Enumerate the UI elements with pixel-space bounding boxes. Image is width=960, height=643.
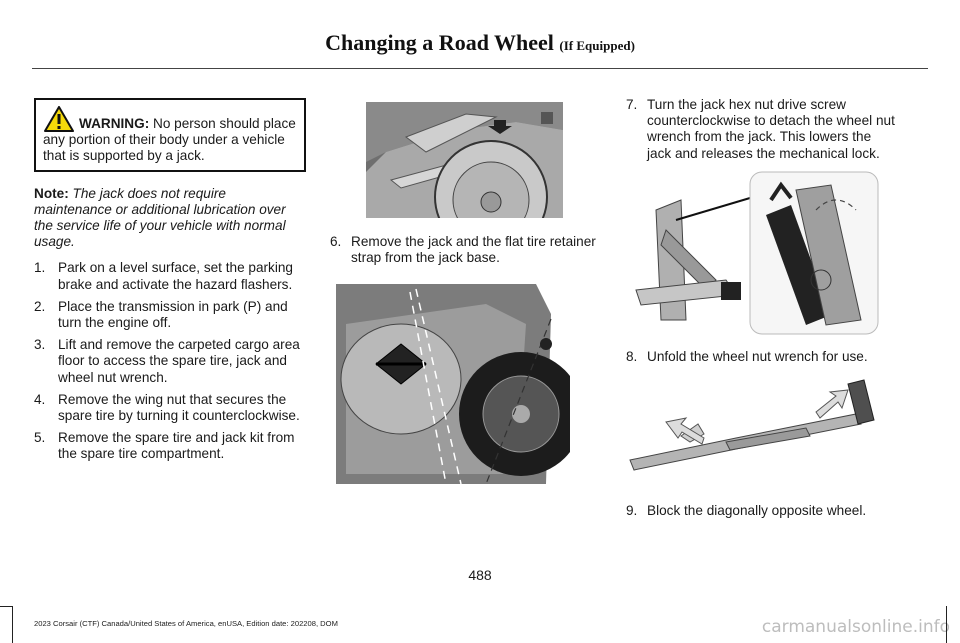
step-number: 4. bbox=[34, 391, 46, 407]
warning-icon bbox=[44, 106, 74, 132]
list-item: 1. Park on a level surface, set the parki… bbox=[34, 260, 306, 292]
step-number: 3. bbox=[34, 337, 46, 353]
footer-text: 2023 Corsair (CTF) Canada/United States … bbox=[34, 619, 338, 628]
jack-hex-nut-figure bbox=[626, 170, 880, 336]
warning-label: WARNING: bbox=[79, 116, 150, 131]
step-number: 5. bbox=[34, 430, 46, 446]
column-1: WARNING: No person should place any port… bbox=[34, 98, 306, 469]
step-8: 8. Unfold the wheel nut wrench for use. bbox=[626, 349, 898, 365]
watermark: carmanualsonline.info bbox=[761, 617, 950, 637]
step-7: 7. Turn the jack hex nut drive screw coun… bbox=[626, 97, 898, 162]
warning-text: WARNING: No person should place any port… bbox=[43, 116, 298, 165]
step-6: 6. Remove the jack and the flat tire reta… bbox=[330, 234, 608, 266]
wheel-nut-wrench-figure bbox=[626, 376, 884, 478]
step-number: 9. bbox=[626, 503, 638, 518]
step-text: Unfold the wheel nut wrench for use. bbox=[647, 349, 868, 364]
note-label: Note: bbox=[34, 185, 69, 201]
title-text: Changing a Road Wheel bbox=[325, 30, 554, 55]
warning-box: WARNING: No person should place any port… bbox=[34, 98, 306, 172]
step-number: 6. bbox=[330, 234, 342, 249]
step-text: Remove the jack and the flat tire retain… bbox=[351, 234, 596, 266]
page-number: 488 bbox=[468, 567, 492, 583]
step-number: 1. bbox=[34, 260, 46, 276]
step-text: Turn the jack hex nut drive screw counte… bbox=[647, 97, 895, 161]
jack-removal-figure bbox=[336, 284, 570, 487]
step-text: Place the transmission in park (P) and t… bbox=[58, 298, 288, 331]
crop-mark-left bbox=[12, 606, 13, 643]
header-rule bbox=[32, 68, 928, 69]
step-text: Lift and remove the carpeted cargo area … bbox=[58, 337, 300, 385]
step-9-block: 9. Block the diagonally opposite wheel. bbox=[626, 503, 898, 519]
list-item: 2. Place the transmission in park (P) and… bbox=[34, 299, 306, 331]
list-item: 5. Remove the spare tire and jack kit fro… bbox=[34, 430, 306, 462]
page-title: Changing a Road Wheel (If Equipped) bbox=[0, 30, 960, 56]
list-item: 3. Lift and remove the carpeted cargo are… bbox=[34, 337, 306, 386]
step-text: Park on a level surface, set the parking… bbox=[58, 260, 293, 292]
step-text: Remove the spare tire and jack kit from … bbox=[58, 430, 295, 462]
note: Note: The jack does not require maintena… bbox=[34, 186, 306, 251]
step-number: 2. bbox=[34, 298, 46, 314]
crop-mark-right bbox=[946, 606, 947, 643]
column-3: 7. Turn the jack hex nut drive screw coun… bbox=[626, 97, 898, 162]
step-number: 8. bbox=[626, 349, 638, 364]
step-text: Remove the wing nut that secures the spa… bbox=[58, 391, 300, 424]
step-8-block: 8. Unfold the wheel nut wrench for use. bbox=[626, 349, 898, 365]
crop-mark-left-h bbox=[0, 606, 12, 607]
spare-tire-compartment-figure bbox=[366, 102, 563, 218]
note-body: The jack does not require maintenance or… bbox=[34, 185, 286, 250]
step-text: Block the diagonally opposite wheel. bbox=[647, 503, 867, 518]
step-number: 7. bbox=[626, 97, 638, 112]
warning-body: No person should place any portion of th… bbox=[43, 116, 296, 164]
title-suffix: (If Equipped) bbox=[559, 38, 635, 53]
steps-list: 1. Park on a level surface, set the parki… bbox=[34, 260, 306, 462]
step-9: 9. Block the diagonally opposite wheel. bbox=[626, 503, 898, 519]
list-item: 4. Remove the wing nut that secures the s… bbox=[34, 392, 306, 424]
